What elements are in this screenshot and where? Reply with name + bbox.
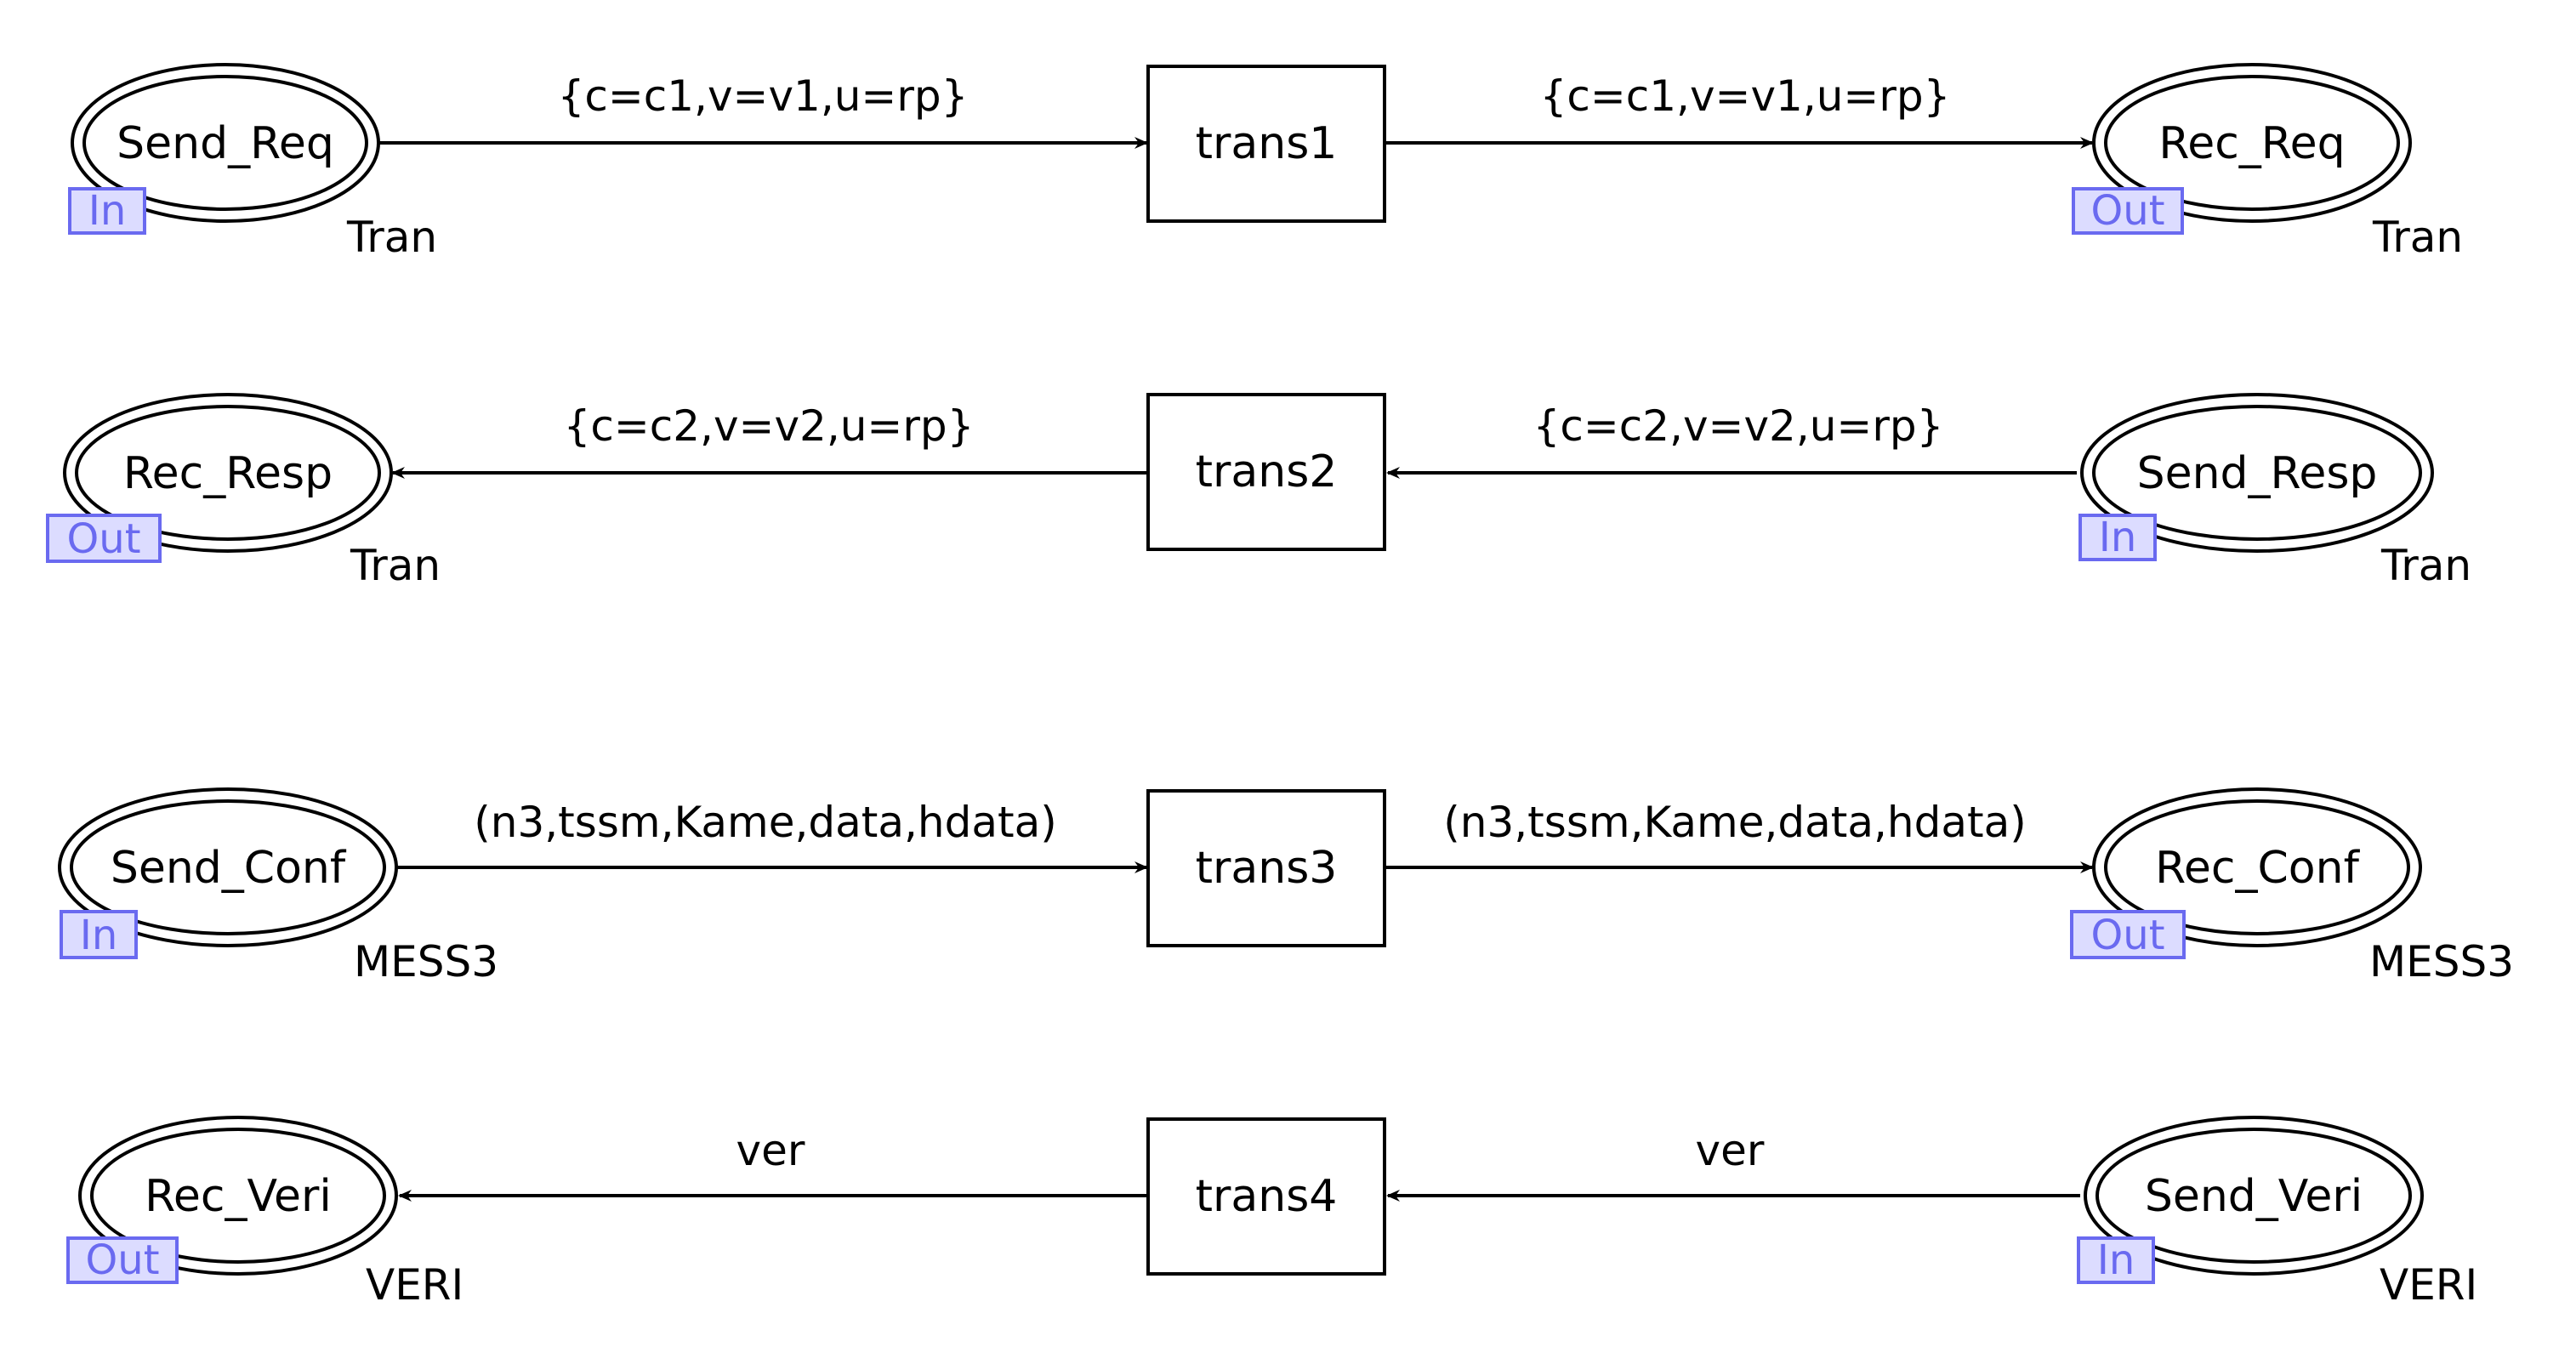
row-3: Send_Conf In MESS3 (n3,tssm,Kame,data,hd… (58, 787, 2514, 986)
port-tag-in: In (60, 910, 138, 959)
place-send-resp[interactable]: Send_Resp (2080, 393, 2434, 553)
transition-label: trans4 (1196, 1171, 1338, 1222)
svg-text:Out: Out (2090, 187, 2164, 235)
svg-text:In: In (80, 912, 118, 959)
transition-label: trans1 (1196, 118, 1338, 169)
place-label: Rec_Req (2158, 118, 2345, 169)
port-tag-out: Out (2070, 910, 2186, 959)
place-label: Send_Resp (2137, 448, 2378, 499)
port-tag-in: In (2078, 514, 2157, 561)
row-1: Send_Req In Tran {c=c1,v=v1,u=rp} trans1… (68, 63, 2463, 262)
arc-inscription: {c=c1,v=v1,u=rp} (1540, 71, 1951, 121)
place-type-label: MESS3 (354, 937, 498, 986)
place-send-conf[interactable]: Send_Conf (58, 787, 398, 947)
transition-label: trans2 (1196, 446, 1338, 497)
port-tag-in: In (2077, 1236, 2155, 1284)
place-type-label: VERI (366, 1260, 463, 1310)
place-label: Send_Conf (111, 843, 347, 894)
arc-inscription: (n3,tssm,Kame,data,hdata) (1443, 798, 2026, 847)
place-label: Rec_Resp (123, 448, 333, 499)
arc-inscription: {c=c2,v=v2,u=rp} (1533, 401, 1944, 451)
svg-text:Out: Out (66, 515, 140, 563)
place-type-label: MESS3 (2369, 937, 2514, 986)
place-rec-conf[interactable]: Rec_Conf (2092, 787, 2422, 947)
port-tag-out: Out (2072, 187, 2184, 235)
place-type-label: VERI (2380, 1260, 2477, 1310)
svg-text:Out: Out (2090, 912, 2164, 959)
transition-trans1[interactable]: trans1 (1146, 65, 1386, 223)
place-label: Send_Veri (2145, 1171, 2363, 1222)
svg-text:In: In (88, 187, 127, 235)
place-rec-veri[interactable]: Rec_Veri (78, 1116, 398, 1276)
place-label: Rec_Veri (145, 1171, 332, 1222)
arc-inscription: ver (736, 1126, 805, 1175)
arc-inscription: ver (1696, 1126, 1765, 1175)
row-2: Rec_Resp Out Tran {c=c2,v=v2,u=rp} trans… (46, 393, 2471, 590)
arc-inscription: {c=c1,v=v1,u=rp} (558, 71, 969, 121)
svg-text:In: In (2097, 1236, 2135, 1284)
place-send-req[interactable]: Send_Req (71, 63, 380, 223)
place-type-label: Tran (346, 213, 437, 262)
place-rec-req[interactable]: Rec_Req (2092, 63, 2412, 223)
transition-trans2[interactable]: trans2 (1146, 393, 1386, 551)
place-label: Rec_Conf (2155, 843, 2360, 894)
arc-inscription: {c=c2,v=v2,u=rp} (564, 401, 975, 451)
svg-text:In: In (2099, 514, 2137, 561)
place-label: Send_Req (117, 118, 334, 169)
arc-inscription: (n3,tssm,Kame,data,hdata) (474, 798, 1056, 847)
place-send-veri[interactable]: Send_Veri (2084, 1116, 2424, 1276)
row-4: Rec_Veri Out VERI ver trans4 ver Send_Ve… (66, 1116, 2477, 1310)
place-type-label: Tran (350, 541, 441, 590)
place-type-label: Tran (2372, 213, 2463, 262)
port-tag-in: In (68, 187, 146, 235)
place-type-label: Tran (2380, 541, 2471, 590)
svg-text:Out: Out (85, 1236, 159, 1284)
port-tag-out: Out (46, 514, 162, 563)
transition-trans3[interactable]: trans3 (1146, 789, 1386, 947)
place-rec-resp[interactable]: Rec_Resp (63, 393, 393, 553)
port-tag-out: Out (66, 1236, 179, 1284)
transition-trans4[interactable]: trans4 (1146, 1117, 1386, 1276)
transition-label: trans3 (1196, 843, 1338, 894)
